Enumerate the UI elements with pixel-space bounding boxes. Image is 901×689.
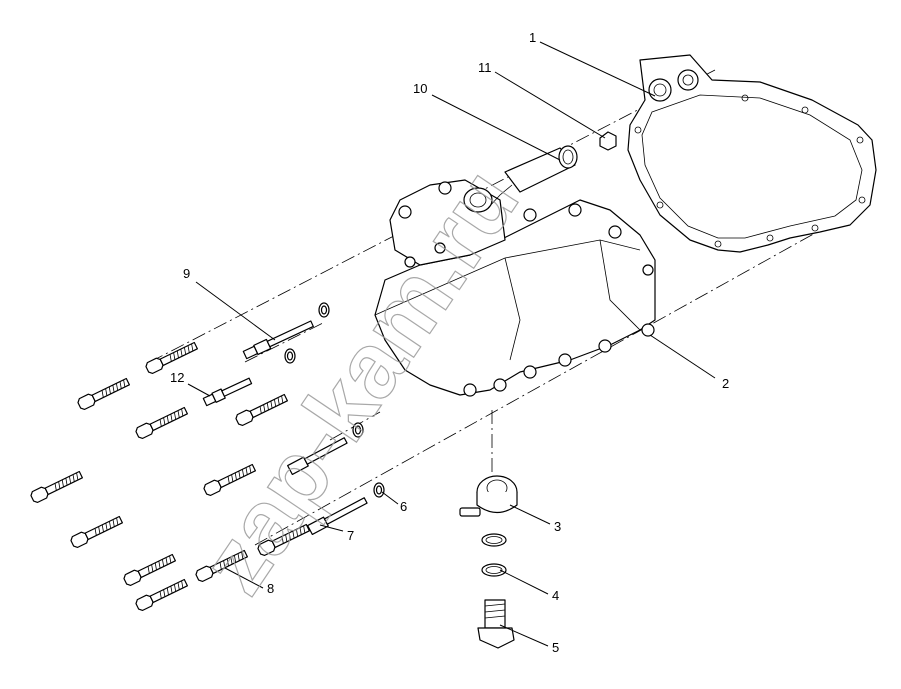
callout-7: 7 — [347, 528, 354, 543]
plug-part-11 — [599, 131, 617, 151]
callout-4: 4 — [552, 588, 559, 603]
callout-8: 8 — [267, 581, 274, 596]
banjo-bolt-part-5 — [477, 599, 515, 649]
callout-1: 1 — [529, 30, 536, 45]
housing-part-2 — [374, 179, 656, 397]
sealing-rings-part-4 — [481, 533, 507, 577]
callout-12: 12 — [170, 370, 184, 385]
leader-lines — [187, 41, 716, 647]
stud-part-9 — [242, 320, 314, 360]
callout-6: 6 — [400, 499, 407, 514]
callout-3: 3 — [554, 519, 561, 534]
stud-part-12 — [202, 377, 253, 407]
callout-5: 5 — [552, 640, 559, 655]
studs-part-7 — [287, 437, 368, 536]
gasket-part-1 — [627, 54, 877, 253]
callout-labels: 1 2 3 4 5 6 7 8 9 10 11 12 — [170, 30, 729, 655]
callout-10: 10 — [413, 81, 427, 96]
callout-9: 9 — [183, 266, 190, 281]
banjo-fitting-part-3 — [459, 475, 518, 517]
callout-11: 11 — [478, 60, 492, 75]
callout-2: 2 — [722, 376, 729, 391]
